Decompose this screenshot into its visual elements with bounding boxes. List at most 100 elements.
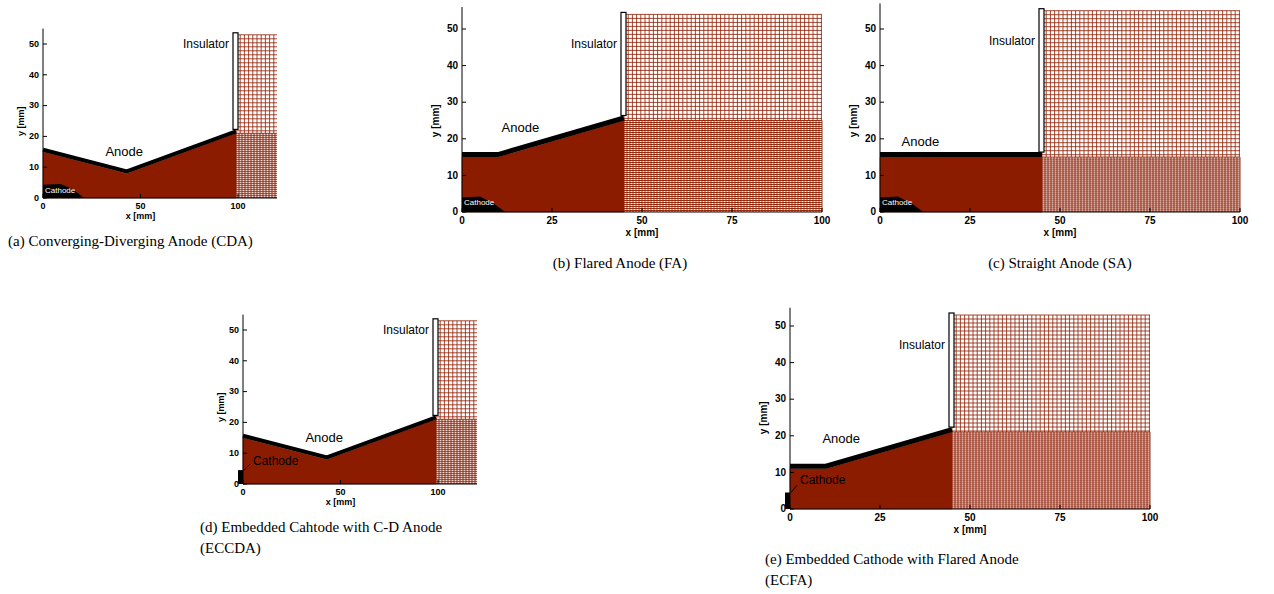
tick-label: 30 <box>865 96 876 108</box>
tick-mark <box>243 422 247 423</box>
plume-mesh-fine <box>236 133 277 198</box>
y-axis <box>880 3 881 212</box>
tick-label: 0 <box>787 512 793 524</box>
anode-wall <box>243 417 436 457</box>
tick-label: 0 <box>240 487 245 497</box>
tick-label: 100 <box>1142 512 1159 524</box>
axis-label: x [mm] <box>326 497 356 507</box>
part-label: Insulator <box>899 339 945 353</box>
tick-label: 0 <box>870 206 876 218</box>
part-label: Cathode <box>882 198 912 207</box>
tick-mark <box>340 480 341 484</box>
tick-label: 40 <box>29 70 39 80</box>
tick-label: 50 <box>447 23 458 35</box>
part-label: Cathode <box>45 186 75 195</box>
tick-mark <box>462 65 466 66</box>
tick-label: 25 <box>964 215 975 227</box>
tick-mark <box>880 212 884 213</box>
tick-label: 0 <box>877 215 883 227</box>
tick-mark <box>462 29 466 30</box>
plume-mesh-coarse <box>952 315 1150 432</box>
tick-label: 100 <box>430 487 445 497</box>
part-label: Anode <box>902 135 940 150</box>
tick-mark <box>822 208 823 212</box>
tick-label: 40 <box>775 357 786 369</box>
tick-mark <box>880 208 881 212</box>
tick-mark <box>462 208 463 212</box>
axis-label: x [mm] <box>954 524 987 536</box>
tick-mark <box>243 360 247 361</box>
tick-mark <box>238 194 239 198</box>
figure-caption: (d) Embedded Cahtode with C-D Anode (ECC… <box>200 517 476 559</box>
tick-mark <box>43 167 47 168</box>
tick-mark <box>243 453 247 454</box>
tick-mark <box>790 509 794 510</box>
tick-mark <box>43 105 47 106</box>
tick-mark <box>970 208 971 212</box>
axis-label: y [mm] <box>216 392 226 422</box>
tick-label: 50 <box>865 23 876 35</box>
figure-caption: (a) Converging-Diverging Anode (CDA) <box>8 231 253 252</box>
tick-label: 100 <box>230 201 245 211</box>
tick-mark <box>462 212 466 213</box>
tick-label: 50 <box>29 39 39 49</box>
tick-mark <box>880 29 884 30</box>
tick-label: 40 <box>447 60 458 72</box>
channel-mesh <box>790 432 952 509</box>
plume-mesh-fine <box>436 419 477 484</box>
tick-mark <box>243 484 247 485</box>
tick-label: 0 <box>234 479 239 489</box>
axis-label: y [mm] <box>757 401 769 434</box>
plume-mesh-coarse <box>436 321 477 420</box>
tick-mark <box>243 330 247 331</box>
part-label: Insulator <box>383 324 429 338</box>
tick-label: 25 <box>874 512 885 524</box>
plume-mesh-coarse <box>236 35 277 134</box>
plume-mesh-coarse <box>624 14 822 120</box>
tick-label: 100 <box>1232 215 1249 227</box>
tick-label: 20 <box>447 133 458 145</box>
tick-label: 50 <box>964 512 975 524</box>
insulator-wall <box>949 313 954 427</box>
figure-caption: (c) Straight Anode (SA) <box>988 253 1132 274</box>
axis-label: y [mm] <box>16 106 26 136</box>
tick-label: 0 <box>452 206 458 218</box>
tick-mark <box>790 472 794 473</box>
tick-mark <box>642 208 643 212</box>
tick-mark <box>43 74 47 75</box>
tick-label: 75 <box>1054 512 1065 524</box>
tick-mark <box>462 102 466 103</box>
part-label: Insulator <box>989 35 1035 49</box>
tick-mark <box>462 175 466 176</box>
anode-wall <box>790 430 952 467</box>
tick-label: 30 <box>447 96 458 108</box>
tick-label: 30 <box>29 100 39 110</box>
tick-mark <box>880 175 884 176</box>
tick-label: 10 <box>229 448 239 458</box>
tick-label: 10 <box>775 467 786 479</box>
tick-mark <box>43 194 44 198</box>
figure-caption: (e) Embedded Cathode with Flared Anode (… <box>765 549 1040 591</box>
y-axis <box>790 308 791 509</box>
tick-mark <box>790 399 794 400</box>
tick-mark <box>43 136 47 137</box>
tick-mark <box>790 435 794 436</box>
insulator-wall <box>233 33 238 130</box>
channel-mesh <box>462 121 624 213</box>
cathode-body <box>880 197 923 212</box>
part-label: Anode <box>822 432 860 447</box>
axis-label: x [mm] <box>626 227 659 239</box>
tick-label: 30 <box>229 386 239 396</box>
tick-label: 10 <box>29 162 39 172</box>
tick-label: 20 <box>775 430 786 442</box>
tick-mark <box>1060 208 1061 212</box>
tick-mark <box>43 198 47 199</box>
axis-label: x [mm] <box>126 211 156 221</box>
tick-mark <box>880 138 884 139</box>
tick-mark <box>732 208 733 212</box>
tick-mark <box>790 362 794 363</box>
tick-mark <box>880 505 881 509</box>
part-label: Insulator <box>183 38 229 52</box>
